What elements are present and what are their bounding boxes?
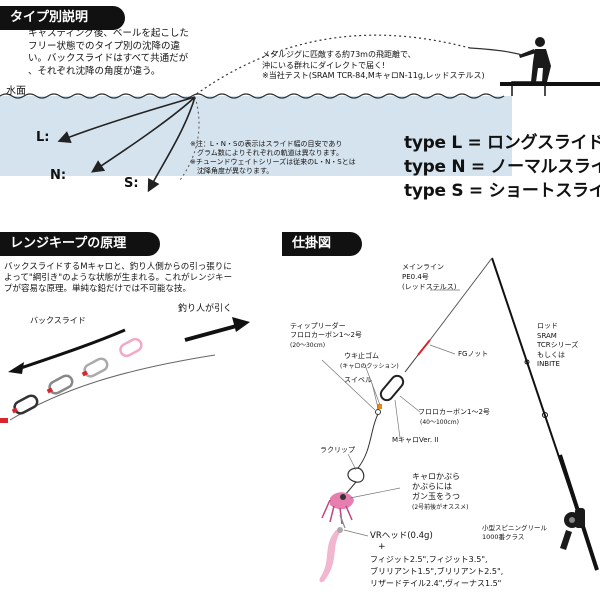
stopper-bead [377, 404, 382, 409]
range-diagram [0, 317, 250, 423]
label-s: S: [124, 176, 139, 191]
caro-cover-sub-label: (2号前後がオススメ) [412, 504, 469, 511]
drop-dash [179, 96, 200, 181]
fluoro-len-label: (40〜100cm) [420, 419, 459, 426]
sinker-ghost-3 [119, 337, 143, 358]
mcaro-label: MキャロVer. II [392, 436, 439, 444]
type-line-n: type N = ノーマルスライド [404, 157, 600, 177]
fg-knot-label: FGノット [458, 350, 489, 358]
angler-icon [519, 37, 551, 82]
rod-label: ロッド SRAM TCRシリーズ もしくは INBITE [537, 322, 579, 368]
caro-cover-label: キャロかぶら かぶらには ガン玉をうつ [412, 472, 460, 501]
stopper-sub-label: (キャロのクッション) [340, 363, 399, 370]
angler-pull-label: 釣り人が引く [178, 304, 233, 314]
stopper-label: ウキ止ゴム [344, 352, 379, 360]
swivel-ring [375, 409, 381, 415]
worms-label: フィジット2.5",フィジット3.5", ブリリアント1.5",ブリリアント2.… [370, 555, 504, 588]
fg-knot-red [417, 339, 431, 356]
cast-note: メタルジグに匹敵する約73mの飛距離で、 沖にいる群れにダイレクトで届く! ※当… [262, 50, 485, 80]
sinker-ghost-2 [81, 357, 109, 378]
label-n: N: [50, 168, 67, 183]
trajectory-s [147, 96, 196, 193]
types-header: タイプ別説明 [0, 6, 125, 30]
surface-label: 水面 [6, 86, 26, 97]
clip-icon [347, 467, 365, 483]
water-body [0, 96, 512, 176]
pull-arrow [184, 323, 241, 342]
mcaro-sinker [379, 374, 405, 402]
callout-lines [321, 289, 460, 537]
worm-icon [319, 530, 342, 583]
main-line [429, 257, 493, 341]
angler-rod [469, 47, 523, 56]
range-text: バックスライドするMキャロと、釣り人側からの引っ張りに よって"綱引き"のような… [4, 262, 233, 294]
plus-label: + [378, 542, 386, 552]
cast-arc [194, 34, 471, 96]
range-line [9, 354, 216, 421]
leader-line [357, 413, 379, 469]
back-slide-label: バックスライド [30, 316, 86, 325]
vr-head-label: VRヘッド(0.4g) [370, 531, 433, 541]
types-note: ※注：L・N・Sの表示はスライド幅の目安であり グラム数によりそれぞれの軌道は異… [190, 140, 356, 175]
trajectory-l [57, 96, 196, 144]
vr-head-hook [339, 514, 346, 529]
range-header: レンジキープの原理 [0, 232, 160, 256]
clip-label: ラクリップ [320, 446, 355, 454]
fluoro-label: フロロカーボン1〜2号 [418, 408, 490, 416]
sinker-main [11, 394, 39, 415]
types-intro: キャスティング後、ベールを起こした フリー状態でのタイプ別の沈降の違 い。バック… [28, 28, 189, 77]
reel-label: 小型スピニングリール 1000番クラス [482, 524, 547, 541]
water-surface-wave [0, 93, 505, 99]
caro-cover-icon [321, 492, 354, 525]
main-line-label: メインライン PE0.4号 (レッドステルス) [402, 263, 457, 291]
rig-header: 仕掛図 [282, 232, 362, 256]
leader-len-label: (20〜30cm) [290, 342, 326, 349]
sink-trajectories [57, 96, 196, 193]
label-l: L: [36, 130, 50, 145]
leader-label: ティップリーダー フロロカーボン1〜2号 [290, 322, 362, 339]
sinker-ghost-1 [46, 374, 74, 395]
type-line-l: type L = ロングスライド [404, 133, 600, 153]
swivel-label: スイベル [344, 376, 372, 384]
type-line-s: type S = ショートスライド [404, 181, 600, 201]
trajectory-n [91, 96, 196, 173]
back-slide-arrow [14, 328, 126, 372]
reel-icon [560, 508, 585, 550]
